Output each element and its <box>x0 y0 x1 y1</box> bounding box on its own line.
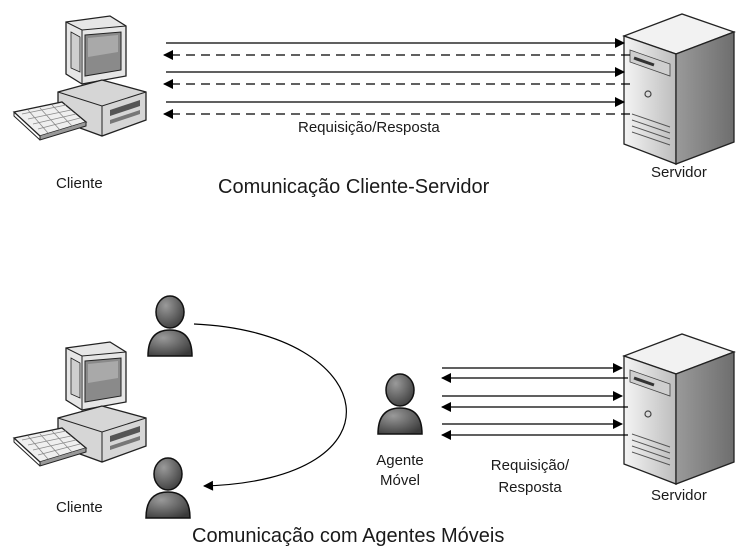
caption-client-server: Comunicação Cliente-Servidor <box>218 176 490 198</box>
server-icon <box>622 332 736 486</box>
server-label: Servidor <box>651 487 707 504</box>
arrow-label-line1: Requisição/ <box>490 457 570 474</box>
caption-mobile-agents: Comunicação com Agentes Móveis <box>192 525 505 547</box>
arrow-label: Requisição/Resposta <box>298 119 440 136</box>
bottom-arrows <box>441 363 628 440</box>
mobile-agent-icon <box>377 373 423 435</box>
arrow-label-line2: Resposta <box>498 479 562 496</box>
client-label: Cliente <box>56 175 103 192</box>
server-label: Servidor <box>651 164 707 181</box>
server-icon <box>622 12 736 166</box>
agent-label-line2: Móvel <box>379 472 420 489</box>
user-bottom-icon <box>145 457 191 519</box>
client-label: Cliente <box>56 499 103 516</box>
agent-migration-arc <box>193 323 347 491</box>
user-top-icon <box>147 295 193 357</box>
agent-label-line1: Agente <box>376 452 424 469</box>
top-arrows <box>163 38 630 119</box>
